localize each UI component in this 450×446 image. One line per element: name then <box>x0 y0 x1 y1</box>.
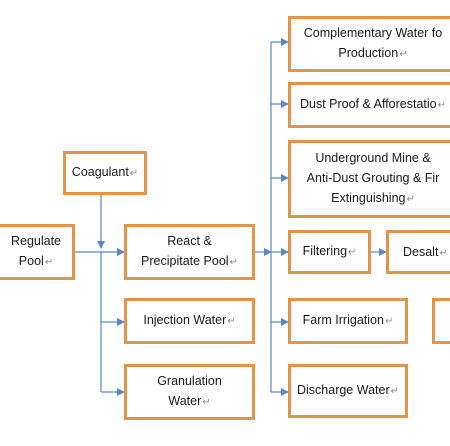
node-label-line: Regulate <box>11 231 61 251</box>
node-label-text: Coagulant <box>71 165 129 179</box>
node-discharge-water: Discharge Water↵ <box>288 364 408 418</box>
node-label-line: Water↵ <box>168 391 210 413</box>
node-farm-irrigation: Farm Irrigation↵ <box>288 298 408 344</box>
node-label-text: Precipitate Pool <box>141 254 229 268</box>
node-label-text: Underground Mine & <box>315 151 431 165</box>
node-label-text: Extinguishing <box>331 191 406 205</box>
node-dust-proof: Dust Proof & Afforestatio↵ <box>288 82 450 128</box>
node-label-line: React & <box>167 231 211 251</box>
node-label-text: React & <box>167 234 212 248</box>
node-label-line: Complementary Water fo <box>304 23 442 43</box>
node-label-text: Injection Water <box>143 313 227 327</box>
node-label-text: Regulate <box>10 234 62 248</box>
node-label-text: Complementary Water fo <box>303 26 443 40</box>
node-label-text: Granulation <box>157 374 222 388</box>
node-injection-water: Injection Water↵ <box>124 298 255 344</box>
paragraph-mark-icon: ↵ <box>348 247 357 258</box>
paragraph-mark-icon: ↵ <box>437 100 447 111</box>
node-label-line: Farm Irrigation↵ <box>303 310 394 332</box>
node-label-text: Discharge Water <box>296 383 390 397</box>
node-label-text: Filtering <box>302 244 348 258</box>
paragraph-mark-icon: ↵ <box>384 316 394 327</box>
node-label-line: Extinguishing↵ <box>331 188 415 210</box>
paragraph-mark-icon: ↵ <box>44 257 54 268</box>
paragraph-mark-icon: ↵ <box>406 194 415 205</box>
paragraph-mark-icon: ↵ <box>229 257 238 268</box>
node-label-line: Pool↵ <box>19 251 53 273</box>
node-underground-mine: Underground Mine & Anti-Dust Grouting & F… <box>288 140 450 218</box>
paragraph-mark-icon: ↵ <box>390 386 399 397</box>
node-label-line: Filtering↵ <box>303 241 357 263</box>
node-label-line: Dust Proof & Afforestatio↵ <box>300 94 446 116</box>
node-label-line: Production↵ <box>338 43 407 65</box>
node-label-text: Farm Irrigation <box>302 313 384 327</box>
node-partial-right <box>432 298 450 344</box>
paragraph-mark-icon: ↵ <box>227 316 236 327</box>
node-label-line: Precipitate Pool↵ <box>141 251 238 273</box>
node-filtering: Filtering↵ <box>288 230 371 274</box>
node-label-line: Granulation <box>157 371 222 391</box>
node-label-line: Desalt↵ <box>403 242 448 264</box>
node-desalt: Desalt↵ <box>386 230 450 274</box>
node-label-text: Desalt <box>403 245 439 259</box>
node-label-text: Dust Proof & Afforestatio <box>299 97 437 111</box>
node-label-text: Production <box>338 46 399 60</box>
node-label-text: Pool <box>18 254 44 268</box>
node-label-line: Discharge Water↵ <box>297 380 399 402</box>
paragraph-mark-icon: ↵ <box>399 49 408 60</box>
paragraph-mark-icon: ↵ <box>129 168 139 179</box>
node-react-precipitate-pool: React & Precipitate Pool↵ <box>124 224 255 280</box>
paragraph-mark-icon: ↵ <box>439 248 448 259</box>
node-label-line: Underground Mine & <box>315 148 430 168</box>
node-coagulant: Coagulant↵ <box>63 151 147 195</box>
node-label-text: Water <box>168 394 202 408</box>
node-label-line: Anti-Dust Grouting & Fir <box>307 168 440 188</box>
node-label-line: Coagulant↵ <box>72 162 138 184</box>
paragraph-mark-icon: ↵ <box>202 397 211 408</box>
node-label-text: Anti-Dust Grouting & Fir <box>306 171 440 185</box>
node-complementary-water: Complementary Water fo Production↵ <box>288 16 450 72</box>
node-label-line: Injection Water↵ <box>143 310 235 332</box>
